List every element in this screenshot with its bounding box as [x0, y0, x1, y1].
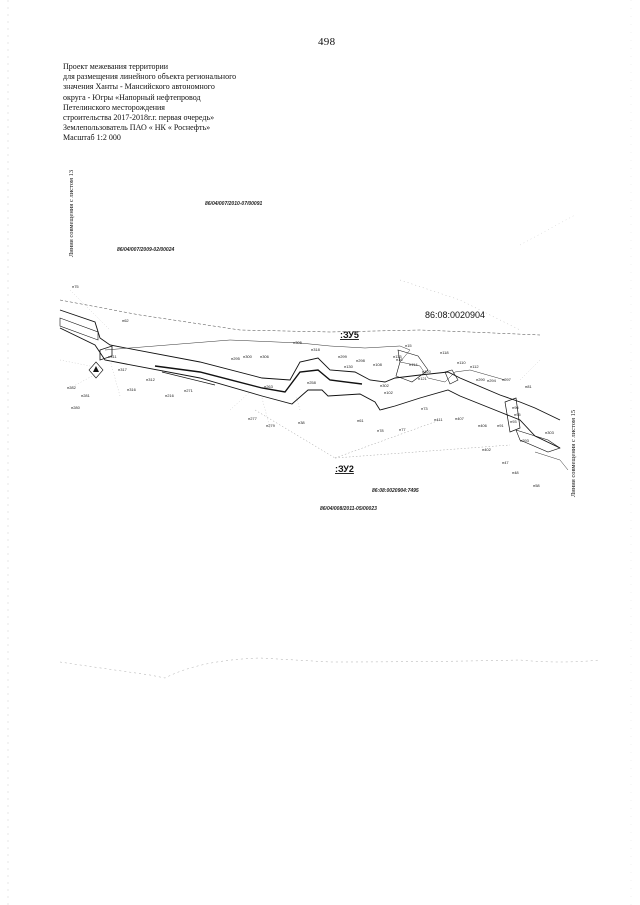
point-label: н73 [421, 406, 428, 411]
point-label: н280 [71, 405, 81, 410]
point-label: н114 [409, 362, 418, 367]
scale-label: Масштаб 1:2 000 [63, 133, 121, 143]
point-label: н279 [266, 423, 276, 428]
point-label: н263 [264, 384, 274, 389]
point-label: н62 [122, 318, 129, 323]
point-label: н316 [127, 387, 137, 392]
zu5-pad-small [444, 369, 459, 385]
point-label: н298 [356, 358, 366, 363]
point-label: н295 [231, 356, 241, 361]
cadastral-number: 86:08:0020904:7495 [372, 488, 419, 494]
point-label: н95 [514, 412, 521, 417]
point-label: н91 [497, 423, 504, 428]
pipeline-axis-segment [161, 371, 216, 386]
pipeline-axis [154, 365, 363, 393]
left-node-parcel [99, 345, 113, 361]
title-line: округа - Югры «Напорный нефтепровод [63, 92, 201, 102]
point-label: н271 [184, 388, 194, 393]
title-line: строительства 2017-2018г.г. первая очере… [63, 113, 215, 123]
point-label: н47 [502, 460, 509, 465]
zone-label-zu5: :ЗУ5 [340, 330, 359, 340]
point-label: н299 [338, 354, 348, 359]
point-label: н216 [165, 393, 175, 398]
point-label: н290 [476, 377, 486, 382]
point-label: н305 [293, 340, 303, 345]
quarter-boundary-north [399, 279, 521, 331]
point-label: н277 [248, 416, 258, 421]
point-label: н38 [298, 420, 305, 425]
left-end-parcel [59, 317, 99, 341]
point-label: н306 [260, 354, 270, 359]
point-label: н16 [396, 357, 403, 362]
point-label: н297 [502, 377, 512, 382]
zu5-outline [104, 339, 506, 383]
point-label: н312 [146, 377, 156, 382]
point-label: н318 [311, 347, 321, 352]
point-label: н303 [545, 430, 555, 435]
point-label: н302 [380, 383, 390, 388]
cadastral-number: 86/04/008/2011-05/00023 [320, 506, 377, 512]
point-label: н282 [67, 385, 77, 390]
point-label: н293 [520, 438, 530, 443]
point-label: н294 [487, 378, 497, 383]
point-label: н317 [118, 367, 128, 372]
point-label: н281 [81, 393, 91, 398]
point-label: н118 [440, 350, 449, 355]
point-label: н96 [512, 405, 519, 410]
point-label: н120 [422, 369, 432, 374]
point-label: н77 [399, 427, 406, 432]
point-label: н121 [418, 376, 428, 381]
point-label: н78 [377, 428, 384, 433]
point-label: н407 [455, 416, 465, 421]
zu2-leaders [254, 409, 511, 459]
point-leaders [59, 289, 541, 429]
title-line: для размещения линейного объекта региона… [63, 72, 237, 82]
left-node-diamond [88, 361, 104, 379]
point-label: н402 [482, 447, 492, 452]
point-label: н300 [243, 354, 253, 359]
point-label: н75 [72, 284, 79, 289]
node-marker-icon [93, 366, 99, 372]
title-line: значения Ханты - Мансийского автономного [63, 82, 215, 92]
zone-label-zu2: :ЗУ2 [335, 464, 354, 474]
quarter-boundary [59, 299, 541, 336]
point-label: н258 [307, 380, 317, 385]
point-label: н112 [470, 364, 479, 369]
right-end-strip [515, 429, 561, 453]
corridor-north-edge [59, 309, 561, 421]
point-label: н61 [357, 418, 364, 423]
point-label: н93 [510, 419, 517, 424]
point-label: н15 [405, 343, 412, 348]
lower-boundary [59, 657, 601, 679]
point-label: н130 [344, 364, 354, 369]
point-label: н110 [457, 360, 466, 365]
point-label: н311 [108, 354, 117, 359]
point-labels: н75 н62 н311 н317 н300 н305 н306 н318 н2… [67, 284, 555, 488]
point-label: н411 [434, 417, 443, 422]
point-label: н102 [384, 390, 394, 395]
cadastral-number: 86/04/007/2009-02/00024 [117, 247, 174, 253]
title-line: Землепользователь ПАО « НК « Роснефть» [63, 123, 211, 133]
title-line: Петелинского месторождения [63, 102, 165, 112]
title-block: Проект межевания территории для размещен… [63, 62, 303, 144]
point-label: н48 [512, 470, 519, 475]
cadastral-number: 86/04/007/2010-07/00091 [205, 201, 262, 207]
cadastral-quarter-label: 86:08:0020904 [425, 310, 485, 320]
right-end-tail [534, 451, 569, 471]
point-label: н406 [478, 423, 488, 428]
point-label: н113 [393, 354, 402, 359]
boundary-fragment [519, 214, 576, 246]
point-label: н81 [525, 384, 532, 389]
point-label: н108 [373, 362, 383, 367]
right-end-parcel [504, 397, 521, 433]
corridor-south-edge [59, 327, 561, 449]
zu5-pad [395, 349, 429, 383]
page-number: 498 [318, 36, 336, 48]
title-line: Проект межевания территории [63, 62, 169, 71]
point-label: н58 [533, 483, 540, 488]
